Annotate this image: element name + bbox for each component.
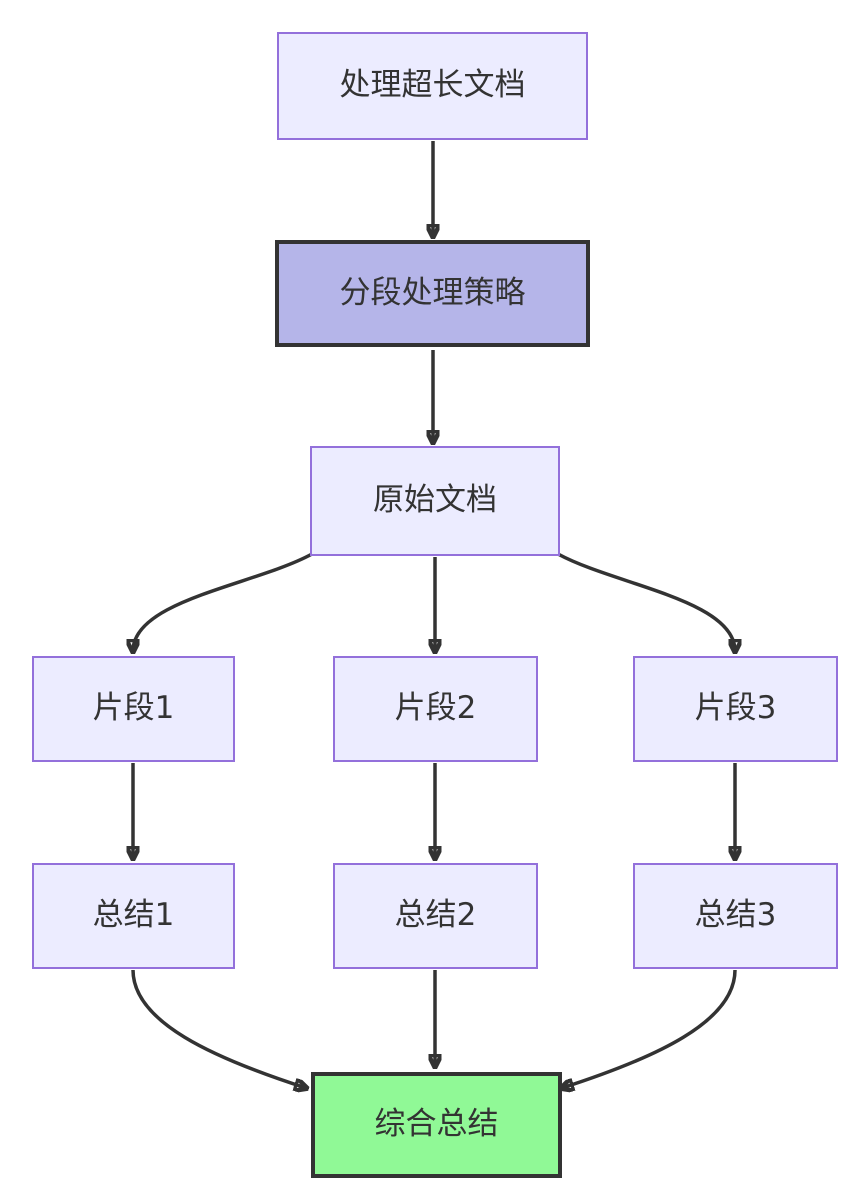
- node-segment-1: 片段1: [32, 656, 235, 762]
- node-segment-3-label: 片段3: [694, 690, 777, 727]
- node-segment-3: 片段3: [633, 656, 838, 762]
- edge-sum3-final: [562, 969, 737, 1088]
- node-summary-2: 总结2: [333, 863, 538, 969]
- node-final-summary: 综合总结: [311, 1072, 562, 1178]
- node-source-doc: 原始文档: [310, 446, 560, 556]
- edge-sum1-final: [131, 969, 306, 1088]
- edge-doc-seg3: [557, 552, 735, 651]
- node-summary-1: 总结1: [32, 863, 235, 969]
- node-summary-3-label: 总结3: [694, 897, 777, 934]
- node-start-label: 处理超长文档: [339, 67, 526, 104]
- edge-doc-seg1: [133, 552, 313, 651]
- node-summary-2-label: 总结2: [394, 897, 477, 934]
- node-segment-1-label: 片段1: [92, 690, 175, 727]
- node-source-doc-label: 原始文档: [373, 482, 497, 519]
- node-segment-2-label: 片段2: [394, 690, 477, 727]
- node-final-summary-label: 综合总结: [374, 1106, 499, 1143]
- node-strategy-label: 分段处理策略: [339, 274, 526, 311]
- node-start: 处理超长文档: [277, 32, 588, 140]
- node-summary-1-label: 总结1: [92, 897, 175, 934]
- node-strategy: 分段处理策略: [275, 240, 590, 347]
- node-segment-2: 片段2: [333, 656, 538, 762]
- node-summary-3: 总结3: [633, 863, 838, 969]
